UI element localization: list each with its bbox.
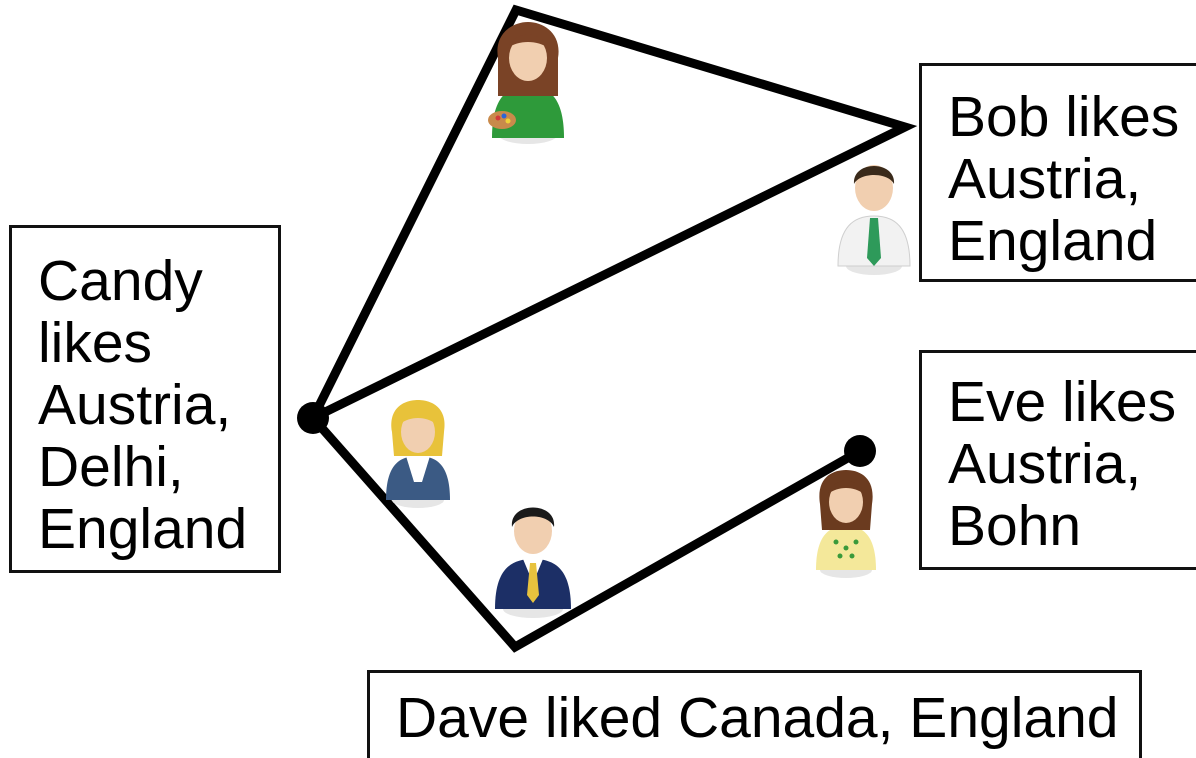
edge-candy-to-eve [308, 413, 865, 653]
businessman-navy-suit-avatar-icon [495, 507, 571, 618]
label-box-eve: Eve likes Austria, Bohn [919, 350, 1196, 570]
candy-label-line: Delhi, [38, 435, 184, 499]
candy-label-line: England [38, 497, 248, 561]
eve-label-line: Eve likes [948, 370, 1177, 434]
candy-label-line: Candy [38, 249, 203, 313]
label-box-dave: Dave liked Canada, England [367, 670, 1142, 758]
bob-label-line: Austria, [948, 147, 1142, 211]
label-box-candy: Candy likes Austria, Delhi, England [9, 225, 281, 573]
label-box-bob: Bob likes Austria, England [919, 63, 1196, 282]
node-dot-candy [297, 402, 329, 434]
painter-avatar-icon [488, 22, 564, 144]
eve-label-line: Austria, [948, 432, 1142, 496]
brunette-woman-avatar-icon [816, 470, 876, 578]
blonde-woman-avatar-icon [386, 400, 450, 508]
businessman-green-tie-avatar-icon [837, 165, 911, 275]
edge-candy-to-bob [308, 4, 918, 423]
eve-label-line: Bohn [948, 494, 1082, 558]
dave-label-line: Dave liked Canada, England [396, 686, 1119, 750]
bob-label-line: Bob likes [948, 85, 1180, 149]
node-dot-eve [844, 435, 876, 467]
candy-label-line: likes [38, 311, 153, 375]
candy-label-line: Austria, [38, 373, 232, 437]
bob-label-line: England [948, 209, 1158, 273]
